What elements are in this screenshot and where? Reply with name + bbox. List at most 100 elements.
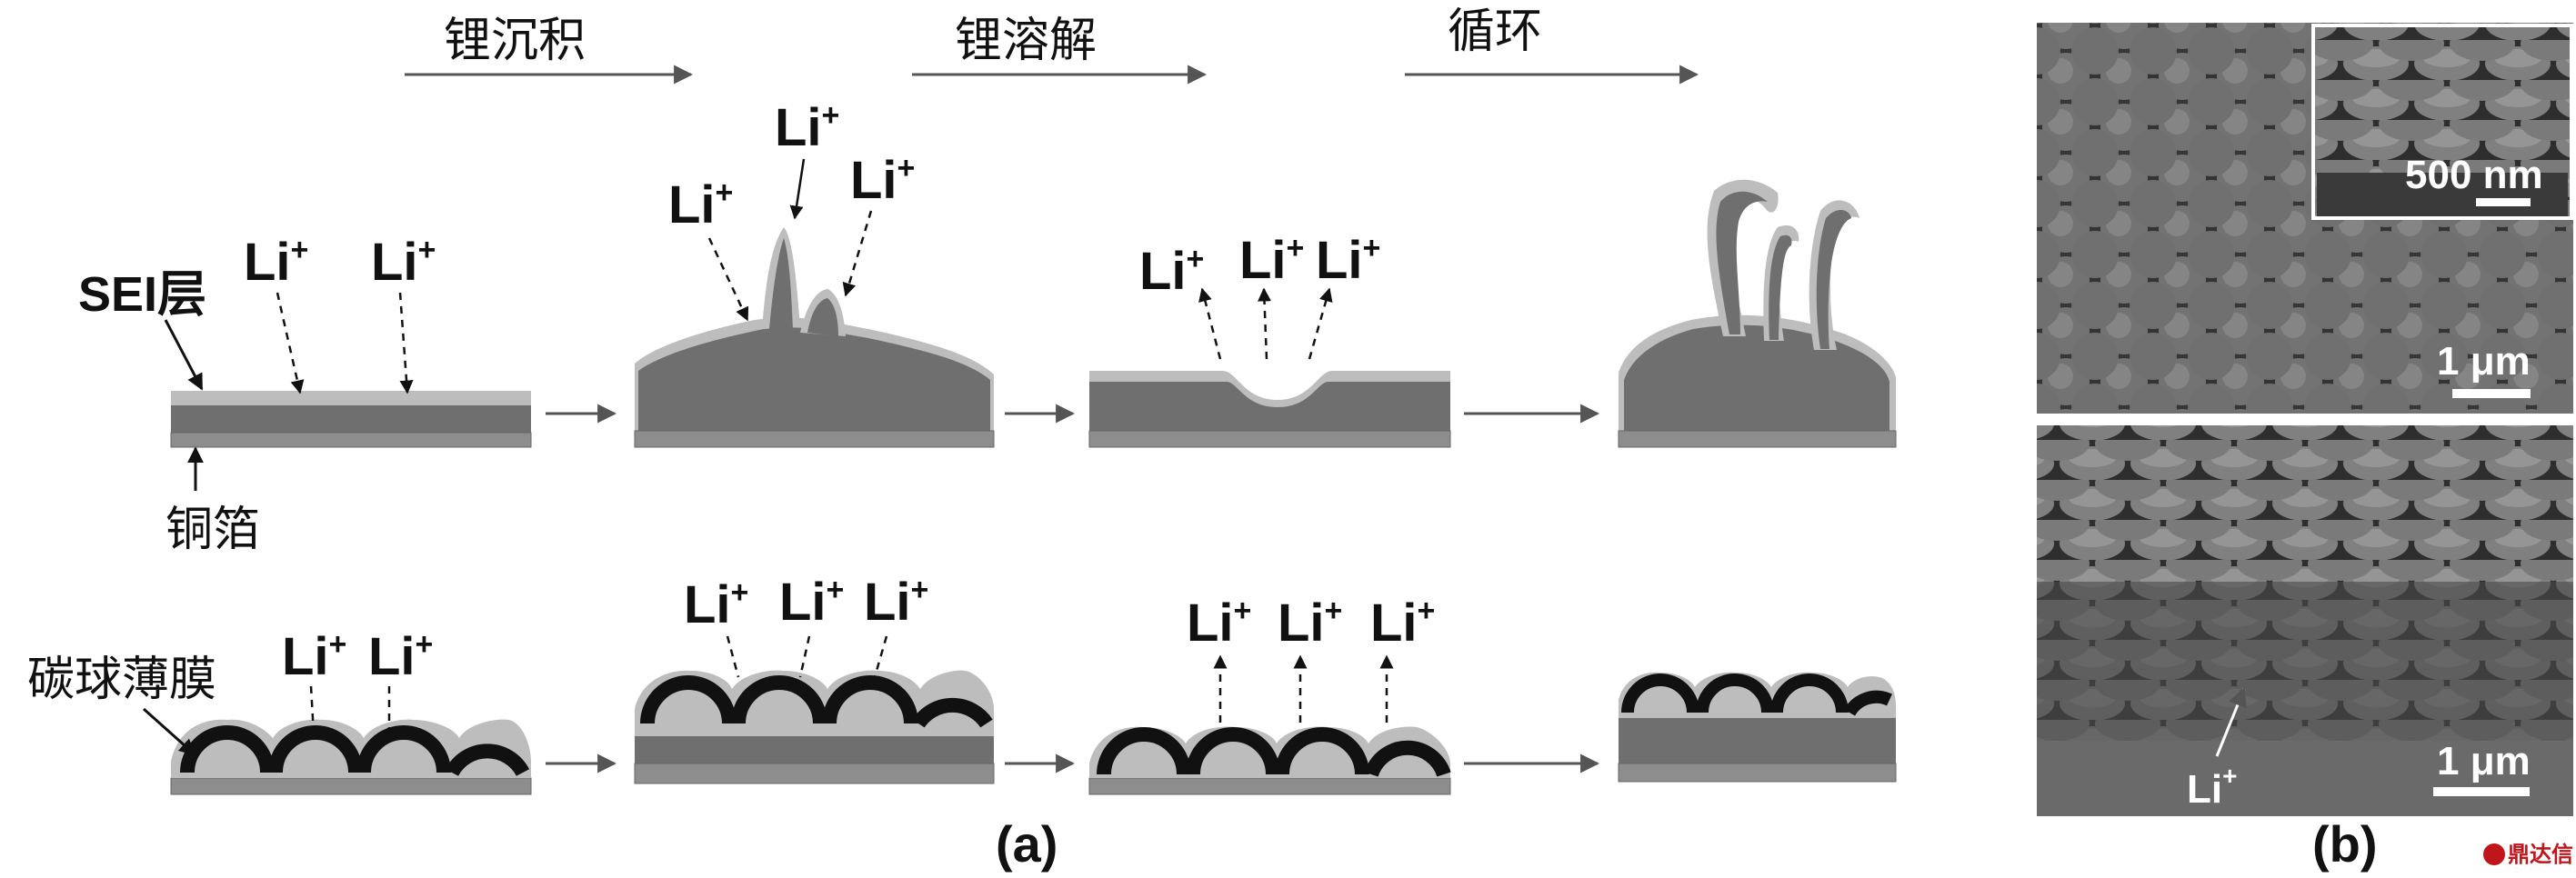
- copper-foil: [1088, 430, 1451, 448]
- carbon-sphere: [445, 743, 530, 777]
- row2-stage3-carbon-film: [1088, 726, 1451, 795]
- carbon-sphere: [356, 725, 451, 773]
- li-ion-label: Li+: [1370, 594, 1435, 653]
- watermark: 鼎达信: [2483, 842, 2573, 867]
- stripping-label: 锂溶解: [955, 14, 1097, 68]
- li-flux-arrow: [1198, 287, 1222, 360]
- li-ion-label: Li+: [368, 627, 433, 686]
- row1-stage1-bare-foil: [170, 391, 532, 448]
- sem-cross-section: 1 μm Li+: [2037, 425, 2573, 816]
- watermark-logo-icon: [2483, 843, 2505, 865]
- lithium-layer: [635, 736, 994, 763]
- carbon-sphere: [1843, 690, 1892, 716]
- watermark-text: 鼎达信: [2508, 842, 2573, 867]
- li-flux-line: [726, 635, 740, 678]
- row2-stage1-carbon-film: [170, 719, 532, 795]
- process-header-stripping: 锂溶解: [912, 14, 1208, 85]
- lithium-layer: [1089, 382, 1450, 431]
- li-ion-label: Li+: [1278, 594, 1342, 653]
- li-flux-arrow: [707, 237, 749, 322]
- li-ion-label: Li+: [244, 233, 308, 292]
- carbon-sphere: [912, 697, 993, 728]
- lithium-layer: [1619, 718, 1896, 763]
- carbon-sphere: [1770, 673, 1849, 713]
- carbon-sphere: [1186, 727, 1280, 775]
- carbon-sphere: [1275, 727, 1369, 775]
- cycling-label: 循环: [1448, 5, 1542, 59]
- li-flux-line: [873, 635, 888, 678]
- li-ion-label: Li+: [775, 98, 839, 157]
- row1-stage2-li-ions: Li+ Li+ Li+: [668, 98, 915, 322]
- carbon-sphere: [640, 675, 737, 724]
- li-ion-label: Li+: [668, 175, 733, 234]
- dendrite: [807, 298, 838, 336]
- copper-foil: [1088, 777, 1451, 795]
- dead-lithium: [1769, 234, 1792, 340]
- carbon-film-pointer-arrow: [143, 707, 196, 756]
- row2-stage1-li-ions: Li+ Li+: [282, 627, 433, 735]
- top-scale-bar: [2452, 389, 2531, 398]
- copper-foil: [634, 430, 995, 448]
- row1-stage2-deposition: [634, 227, 995, 448]
- sem-top-view: 500 nm 1 μm: [2037, 23, 2573, 414]
- lithium-layer: [171, 405, 531, 433]
- dendrite: [769, 238, 793, 329]
- carbon-spheres: [1097, 727, 1451, 777]
- carbon-sphere: [1696, 673, 1774, 713]
- li-flux-arrow: [789, 158, 806, 220]
- carbon-sphere: [1621, 673, 1699, 713]
- row2-stage2-carbon-film: [634, 670, 995, 784]
- dead-lithium: [1716, 191, 1768, 334]
- inset-scale-label: 500 nm: [2405, 153, 2543, 197]
- li-ion-label: Li+: [850, 151, 915, 210]
- li-ion-label: Li+: [1239, 231, 1304, 290]
- row2-stage2-li-ions: Li+ Li+ Li+: [684, 573, 928, 678]
- dead-lithium: [1816, 209, 1851, 349]
- panel-label-a: (a): [996, 815, 1057, 873]
- deposition-label: 锂沉积: [444, 14, 586, 68]
- li-ion-label: Li+: [282, 627, 346, 686]
- li-ion-label: Li+: [684, 575, 748, 634]
- copper-foil: [1618, 430, 1897, 448]
- carbon-sphere: [1097, 727, 1191, 775]
- sei-layer: [171, 391, 531, 407]
- panel-label-b: (b): [2312, 815, 2378, 873]
- bottom-scale-label: 1 μm: [2437, 739, 2531, 783]
- carbon-spheres: [640, 675, 993, 728]
- lithium-layer: [638, 327, 990, 431]
- li-flux-line: [798, 635, 811, 678]
- inset-scale-bar: [2476, 198, 2531, 206]
- li-ion-label: Li+: [779, 573, 844, 632]
- carbon-sphere: [822, 675, 918, 724]
- process-header-deposition: 锂沉积: [405, 14, 694, 85]
- li-flux-arrow: [842, 210, 873, 297]
- carbon-sphere: [1364, 740, 1451, 777]
- carbon-spheres: [1621, 673, 1892, 716]
- carbon-film-label: 碳球薄膜: [27, 653, 216, 707]
- copper-foil: [634, 763, 995, 784]
- copper-foil: [170, 777, 532, 795]
- sem-substrate: [2037, 741, 2573, 816]
- li-flux-arrow: [1308, 287, 1333, 360]
- li-ion-label: Li+: [1316, 231, 1380, 290]
- row1-stage3-stripping: [1088, 371, 1451, 448]
- row1-stage3-li-ions: Li+ Li+ Li+: [1139, 231, 1380, 360]
- copper-foil: [1618, 763, 1897, 783]
- li-ion-label: Li+: [1139, 242, 1204, 301]
- row2-stage3-li-ions: Li+ Li+ Li+: [1187, 594, 1435, 723]
- sem-inset: 500 nm: [2311, 24, 2573, 220]
- lithium-layer: [1624, 324, 1889, 431]
- li-flux-arrow: [276, 292, 305, 394]
- li-ion-label: Li+: [1187, 594, 1251, 653]
- top-scale-label: 1 μm: [2437, 339, 2531, 384]
- li-ion-label: Li+: [371, 233, 436, 292]
- row2-stage4-carbon-film: [1618, 672, 1897, 783]
- li-flux-arrow: [1258, 287, 1272, 360]
- copper-foil: [170, 432, 532, 448]
- carbon-sphere: [731, 675, 827, 724]
- sei-pointer-arrow: [164, 319, 204, 391]
- copper-foil-label: 铜箔: [165, 503, 260, 557]
- sei-layer-label: SEI层: [78, 267, 206, 322]
- row1-stage1-li-ions: Li+ Li+: [244, 233, 436, 394]
